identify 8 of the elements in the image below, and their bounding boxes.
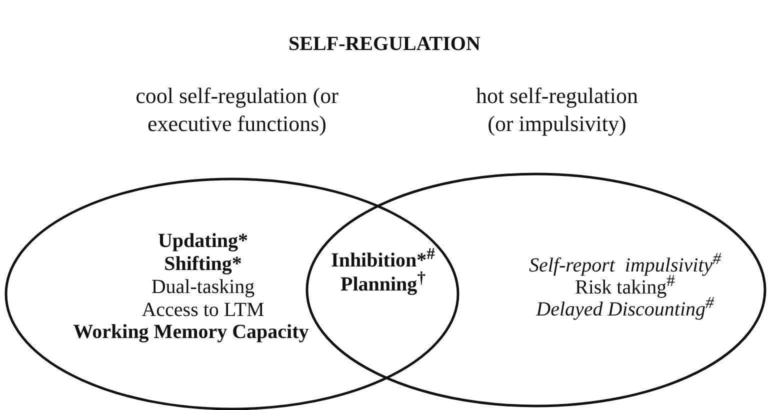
- set-item: Shifting*: [164, 253, 242, 275]
- set-heading: hot self-regulation (or impulsivity): [475, 82, 639, 138]
- set-item: Access to LTM: [142, 299, 264, 321]
- set-heading: cool self-regulation (or executive functions): [134, 82, 340, 138]
- title: SELF-REGULATION: [288, 33, 482, 56]
- set-item: Updating*: [158, 230, 248, 252]
- set-item: Dual-tasking: [151, 276, 255, 298]
- set-item: Working Memory Capacity: [73, 321, 309, 343]
